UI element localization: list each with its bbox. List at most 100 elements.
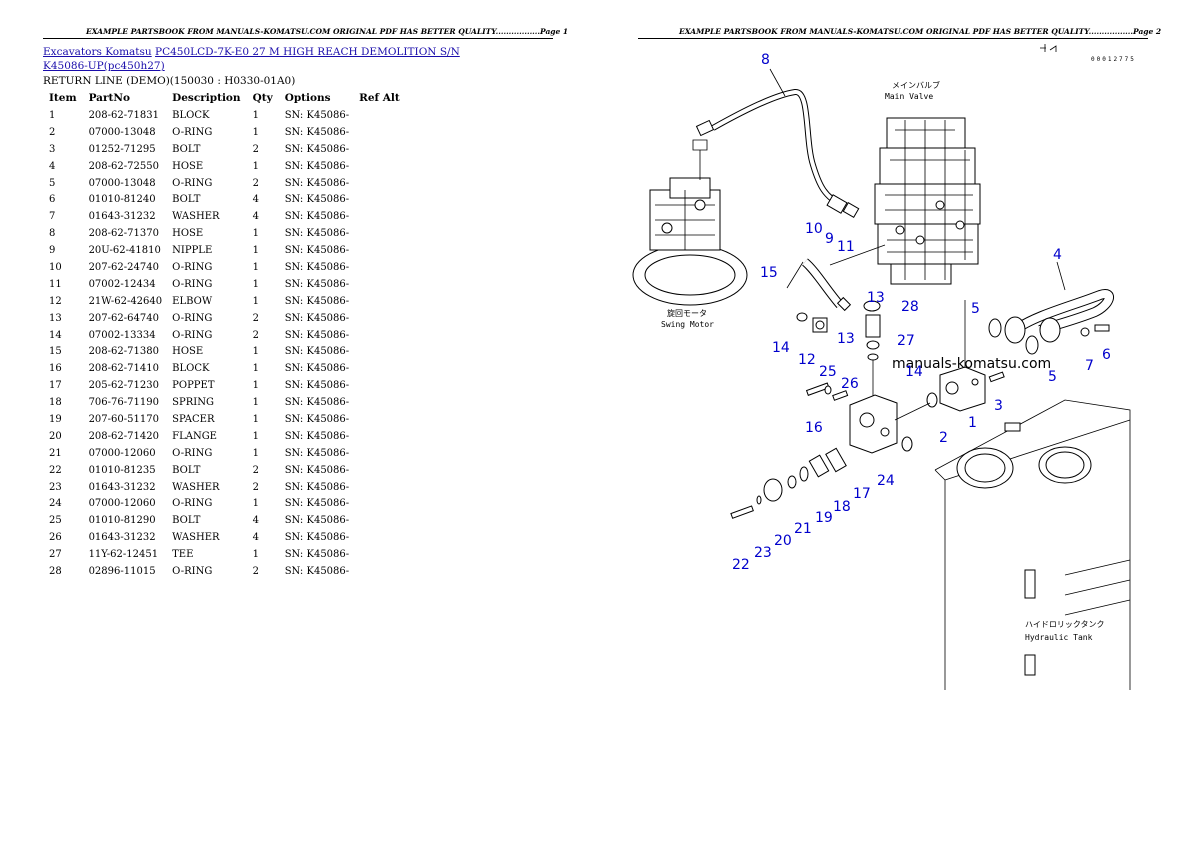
- callout-14b: 14: [905, 364, 923, 380]
- cell-partno: 20U-62-41810: [88, 245, 161, 257]
- page-2: EXAMPLE PARTSBOOK FROM MANUALS-KOMATSU.C…: [595, 0, 1190, 842]
- callout-10: 10: [805, 221, 823, 237]
- breadcrumb-link-category[interactable]: Excavators Komatsu: [43, 46, 152, 58]
- tee-27-drawing: [863, 300, 881, 400]
- callout-9: 9: [825, 231, 834, 247]
- cell-item: 7: [49, 211, 56, 223]
- cell-qty: 1: [252, 363, 259, 375]
- callouts: 8 10 9 11 15 13 28 13 27 14 12 4 5 6 7 5…: [732, 52, 1111, 573]
- page-2-header-rule: [638, 38, 1148, 39]
- cell-description: O-RING: [172, 329, 213, 341]
- cell-item: 9: [49, 245, 56, 257]
- cell-item: 23: [49, 481, 62, 493]
- cell-description: O-RING: [172, 312, 213, 324]
- cell-partno: 208-62-71420: [88, 430, 159, 442]
- cell-qty: 2: [252, 143, 259, 155]
- cell-item: 13: [49, 312, 62, 324]
- cell-partno: 21W-62-42640: [88, 295, 163, 307]
- callout-21: 21: [794, 521, 812, 537]
- cell-ref-alt: [353, 208, 406, 225]
- breadcrumb-link-model[interactable]: PC450LCD-7K-E0 27 M HIGH REACH DEMOLITIO…: [43, 46, 460, 72]
- cell-partno: 11Y-62-12451: [88, 549, 159, 561]
- cell-partno: 01252-71295: [88, 143, 156, 155]
- cell-options: SN: K45086-: [284, 481, 350, 493]
- cell-partno: 208-62-72550: [88, 160, 159, 172]
- callout-24: 24: [877, 473, 895, 489]
- cell-item: 6: [49, 194, 56, 206]
- cell-description: WASHER: [172, 211, 220, 223]
- cell-item: 17: [49, 380, 62, 392]
- callout-27: 27: [897, 333, 915, 349]
- cell-options: SN: K45086-: [284, 363, 350, 375]
- cell-partno: 207-62-64740: [88, 312, 159, 324]
- column-header-partno: PartNo: [88, 92, 130, 104]
- cell-partno: 01010-81290: [88, 515, 156, 527]
- cell-description: O-RING: [172, 447, 213, 459]
- callout-6: 6: [1102, 347, 1111, 363]
- callout-26: 26: [841, 376, 859, 392]
- cell-qty: 4: [252, 515, 259, 527]
- main-valve-drawing: [874, 117, 981, 285]
- page-1-header-rule: [43, 38, 553, 39]
- callout-17: 17: [853, 486, 871, 502]
- cell-options: SN: K45086-: [284, 160, 350, 172]
- cell-description: HOSE: [172, 228, 204, 240]
- hose-4-drawing: [988, 261, 1114, 355]
- cell-options: SN: K45086-: [284, 430, 350, 442]
- callout-2: 2: [939, 430, 948, 446]
- exploded-parts-diagram: 00012775 メインバルブ Main Valve 旋回モータ Sw: [632, 44, 1134, 690]
- cell-partno: 07000-12060: [88, 498, 156, 510]
- callout-14a: 14: [772, 340, 790, 356]
- cell-item: 27: [49, 549, 62, 561]
- callout-15: 15: [760, 265, 778, 281]
- breadcrumb: Excavators Komatsu PC450LCD-7K-E0 27 M H…: [43, 45, 503, 73]
- page-2-header: EXAMPLE PARTSBOOK FROM MANUALS-KOMATSU.C…: [679, 27, 1162, 36]
- cell-partno: 208-62-71380: [88, 346, 159, 358]
- callout-16: 16: [805, 420, 823, 436]
- cell-options: SN: K45086-: [284, 464, 350, 476]
- cell-description: WASHER: [172, 481, 220, 493]
- cell-description: HOSE: [172, 160, 204, 172]
- cell-ref-alt: [353, 259, 406, 276]
- block-16-drawing: [805, 382, 931, 454]
- cell-description: BOLT: [172, 515, 201, 527]
- cell-partno: 205-62-71230: [88, 380, 159, 392]
- cell-partno: 706-76-71190: [88, 397, 159, 409]
- callout-3: 3: [994, 398, 1003, 414]
- cell-options: SN: K45086-: [284, 177, 350, 189]
- cell-qty: 1: [252, 549, 259, 561]
- cell-partno: 01643-31232: [88, 481, 156, 493]
- column-header-qty: Qty: [252, 92, 273, 104]
- cell-item: 18: [49, 397, 62, 409]
- cell-description: SPACER: [172, 413, 215, 425]
- cell-ref-alt: [353, 242, 406, 259]
- main-valve-label-jp: メインバルブ: [892, 80, 940, 90]
- callout-25: 25: [819, 364, 837, 380]
- cell-ref-alt: [353, 377, 406, 394]
- cell-qty: 2: [252, 329, 259, 341]
- cell-description: O-RING: [172, 126, 213, 138]
- cell-description: O-RING: [172, 498, 213, 510]
- page-1-header: EXAMPLE PARTSBOOK FROM MANUALS-KOMATSU.C…: [86, 27, 569, 36]
- cell-description: O-RING: [172, 278, 213, 290]
- cell-qty: 1: [252, 228, 259, 240]
- cell-qty: 2: [252, 312, 259, 324]
- cell-description: TEE: [172, 549, 194, 561]
- cell-ref-alt: [353, 495, 406, 512]
- cell-partno: 207-62-24740: [88, 261, 159, 273]
- cell-ref-alt: [353, 276, 406, 293]
- cell-ref-alt: [353, 225, 406, 242]
- callout-8: 8: [761, 52, 770, 68]
- cell-ref-alt: [353, 411, 406, 428]
- cell-item: 10: [49, 261, 62, 273]
